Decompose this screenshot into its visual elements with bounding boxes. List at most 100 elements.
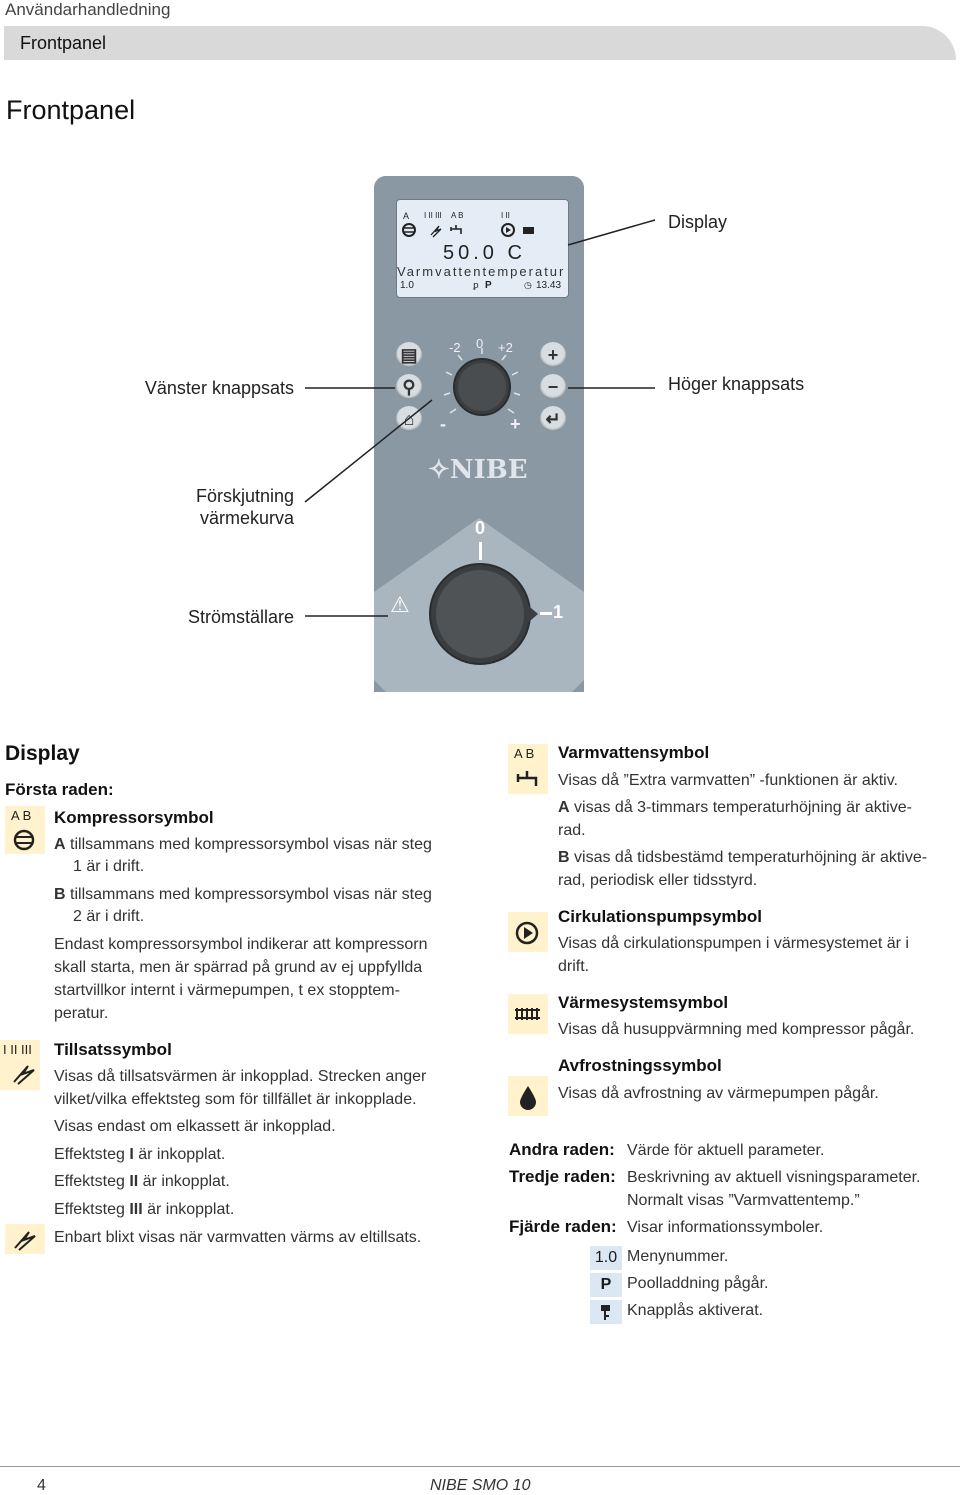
step3-b: III (129, 1201, 143, 1218)
compressor-p4: peratur. (54, 1005, 109, 1022)
compressor-a-text: A tillsammans med kompressorsymbol visas… (54, 834, 432, 856)
left-key-2[interactable]: ⚲ (396, 374, 422, 400)
callout-switch: Strömställare (187, 607, 294, 627)
lcd-parameter: Varmvattentemperatur (397, 264, 566, 279)
heat-symbol-box (508, 994, 548, 1034)
section-title: Frontpanel (20, 33, 107, 53)
step2-c: är inkopplat. (138, 1173, 230, 1190)
brand-mark-icon: ✧ (428, 455, 450, 485)
heat-title: Värmesystemsymbol (558, 993, 729, 1012)
lcd-pool: P (485, 280, 492, 291)
compressor-b-bold: B (54, 886, 66, 903)
lcd-symbol-row (402, 223, 534, 238)
addon-step-3: Effektsteg III är inkopplat. (54, 1199, 234, 1221)
addon-symbol-box: I II III (0, 1040, 40, 1090)
compressor-icon (13, 829, 35, 851)
step3-c: är inkopplat. (142, 1201, 235, 1218)
pool-text: Poolladdning pågår. (627, 1275, 769, 1292)
radiator-key-icon: ▤ (400, 345, 418, 365)
dial-label-plus2: +2 (498, 340, 513, 355)
switch-zero-mark (479, 542, 482, 560)
power-switch[interactable] (426, 560, 546, 670)
callout-curve-offset-2: värmekurva (199, 508, 294, 528)
addon-p1: Visas då tillsatsvärmen är inkopplad. St… (54, 1068, 427, 1085)
circ-title: Cirkulationspumpsymbol (558, 907, 763, 926)
dial-label-zero: 0 (476, 336, 484, 351)
document-title: Användarhandledning (5, 0, 171, 19)
compressor-symbol-label: A B (11, 808, 32, 823)
display-heading: Display (5, 742, 80, 765)
circ-p1: Visas då cirkulationspumpen i värmesyste… (558, 935, 909, 952)
curve-offset-dial[interactable] (432, 335, 532, 435)
hotwater-b1: B visas då tidsbestämd temperaturhöjning… (558, 847, 927, 869)
step2-b: II (129, 1173, 139, 1190)
compressor-p2: skall starta, men är spärrad på grund av… (54, 959, 423, 976)
compressor-title: Kompressorsymbol (54, 808, 214, 827)
hotwater-symbol-box: A B (508, 744, 548, 794)
left-key-1[interactable]: ▤ (396, 342, 422, 368)
enter-button[interactable]: ↵ (540, 406, 566, 432)
hotwater-a1: A visas då 3-timmars temperaturhöjning ä… (558, 797, 912, 819)
compressor-b-text-2: 2 är i drift. (73, 908, 145, 925)
first-row-heading: Första raden: (5, 780, 114, 799)
key-lock-icon: ꝑ (473, 280, 479, 290)
callout-right-keypad: Höger knappsats (668, 374, 805, 394)
lcd-label-i-ii: I II (501, 211, 510, 220)
warning-hand-icon: ⚠ (390, 592, 410, 617)
addon-p4: Enbart blixt visas när varmvatten värms … (54, 1229, 422, 1246)
plus-button-label: + (547, 345, 559, 365)
fourth-row-label: Fjärde raden: (509, 1217, 617, 1236)
lightning-icon (14, 1231, 36, 1251)
lcd-value: 50.0 C (443, 242, 526, 264)
hotwater-symbol-label: A B (514, 746, 535, 761)
addon-p2: vilket/vilka effektsteg som för tillfäll… (54, 1091, 417, 1108)
footer-divider (0, 1466, 960, 1467)
clock-icon: ◷ (524, 280, 532, 290)
hotwater-title: Varmvattensymbol (558, 743, 710, 762)
step1-a: Effektsteg (54, 1146, 130, 1163)
addon-title: Tillsatssymbol (54, 1040, 172, 1059)
switch-label-zero: 0 (475, 518, 486, 538)
compressor-a-text-2: 1 är i drift. (73, 858, 145, 875)
callout-lines (304, 219, 656, 617)
menu-number-symbol: 1.0 (590, 1246, 622, 1270)
hotwater-b-bold: B (558, 849, 570, 866)
lcd-label-ab: A B (451, 211, 464, 220)
switch-one-mark (540, 612, 552, 615)
callout-curve-offset-1: Förskjutning (195, 486, 294, 506)
step2-a: Effektsteg (54, 1173, 130, 1190)
fourth-row-text: Visar informationssymboler. (627, 1219, 824, 1236)
lcd-label-a: A (403, 211, 410, 221)
plus-button[interactable]: + (540, 342, 566, 368)
tap-icon (516, 771, 538, 786)
pool-symbol: P (590, 1273, 622, 1297)
heat-p1: Visas då husuppvärmning med kompressor p… (558, 1021, 915, 1038)
hotwater-p1: Visas då ”Extra varmvatten” -funktionen … (558, 772, 898, 789)
compressor-a-desc: tillsammans med kompressorsymbol visas n… (70, 836, 432, 853)
compressor-b-text: B tillsammans med kompressorsymbol visas… (54, 884, 432, 906)
second-row-label: Andra raden: (509, 1140, 615, 1159)
product-name: NIBE SMO 10 (430, 1477, 531, 1494)
brand-logo: ✧NIBE (428, 455, 528, 485)
minus-button[interactable]: − (540, 374, 566, 400)
callout-display: Display (668, 212, 728, 232)
hotwater-b2: rad, periodisk eller tidsstyrd. (558, 872, 758, 889)
hotwater-b-desc: visas då tidsbestämd temperaturhöjning ä… (574, 849, 928, 866)
radiator-icon (515, 1008, 540, 1020)
brand-text: NIBE (449, 455, 528, 485)
callout-left-keypad: Vänster knappsats (144, 378, 294, 398)
enter-button-label: ↵ (545, 409, 561, 429)
section-bar: Frontpanel (4, 26, 956, 60)
lcd-time: 13.43 (536, 280, 562, 291)
lcd-display: A I II III A B I II 50.0 C Varmvattentem… (396, 199, 569, 298)
addon-p3: Visas endast om elkassett är inkopplad. (54, 1118, 336, 1135)
key-lock-symbol (590, 1300, 622, 1324)
switch-label-one: 1 (553, 602, 564, 622)
defrost-p1: Visas då avfrostning av värmepumpen pågå… (558, 1085, 879, 1102)
lcd-menu-number: 1.0 (400, 280, 414, 291)
lightning-icon (430, 225, 442, 238)
second-row-text: Värde för aktuell parameter. (627, 1142, 825, 1159)
addon-step-1: Effektsteg I är inkopplat. (54, 1144, 225, 1166)
hotwater-key-icon: ⚲ (402, 377, 416, 397)
tap-icon (450, 225, 462, 234)
